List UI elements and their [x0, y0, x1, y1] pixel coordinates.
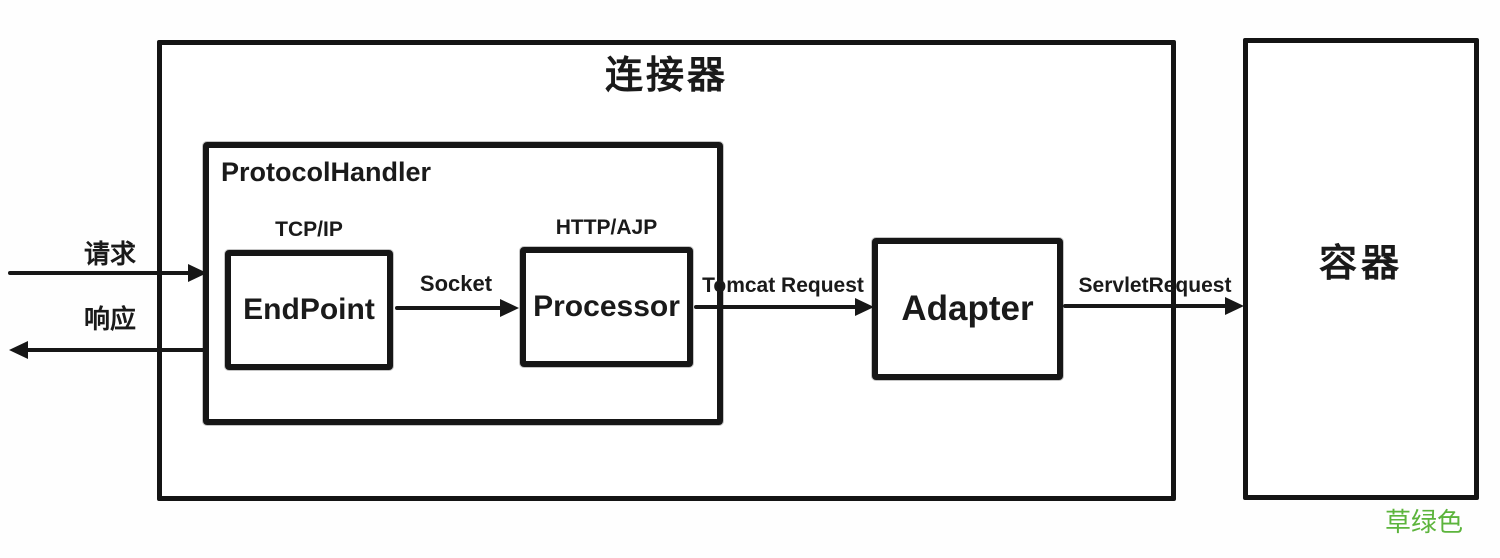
endpoint-label: EndPoint	[243, 293, 375, 326]
protocol-handler-title: ProtocolHandler	[221, 157, 432, 187]
servlet-request-label: ServletRequest	[1078, 274, 1232, 297]
protocol-handler-box	[203, 142, 723, 425]
arrowhead-right-icon	[1225, 297, 1244, 315]
response-label: 响应	[83, 304, 136, 334]
connector-title: 连接器	[604, 55, 728, 97]
container-title: 容器	[1318, 243, 1403, 285]
servlet-request-arrow	[1063, 297, 1244, 315]
arrowhead-left-icon	[9, 341, 28, 359]
socket-label: Socket	[419, 271, 493, 296]
adapter-box: Adapter	[872, 238, 1063, 380]
tomcat-request-arrow-line	[694, 305, 857, 309]
response-arrow-line	[26, 348, 206, 352]
request-arrow	[8, 264, 207, 282]
tomcat-request-label: Tomcat Request	[702, 274, 864, 297]
processor-label: Processor	[533, 290, 680, 323]
processor-box: Processor	[520, 247, 693, 367]
processor-protocol-label: HTTP/AJP	[555, 216, 658, 239]
request-arrow-line	[8, 271, 190, 275]
tomcat-request-arrow	[694, 298, 874, 316]
endpoint-protocol-label: TCP/IP	[275, 218, 343, 241]
endpoint-box: EndPoint	[225, 250, 393, 370]
socket-arrow	[395, 299, 519, 317]
socket-arrow-line	[395, 306, 502, 310]
servlet-request-arrow-line	[1063, 304, 1227, 308]
adapter-label: Adapter	[901, 289, 1034, 328]
arrowhead-right-icon	[188, 264, 207, 282]
request-label: 请求	[83, 239, 136, 269]
arrowhead-right-icon	[855, 298, 874, 316]
response-arrow	[9, 341, 206, 359]
arrowhead-right-icon	[500, 299, 519, 317]
color-annotation: 草绿色	[1384, 507, 1463, 537]
container-box	[1243, 38, 1479, 500]
